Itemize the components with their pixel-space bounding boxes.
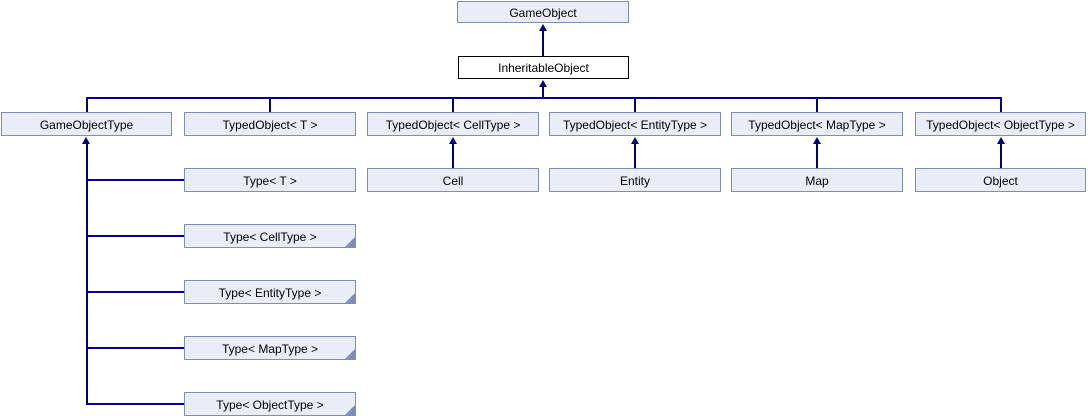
arrow-up-icon [631, 137, 639, 144]
edge-line [86, 403, 185, 405]
edge-line [634, 97, 636, 112]
class-name-label: TypedObject< T > [222, 117, 318, 132]
class-name-label: GameObject [509, 5, 577, 20]
class-node-map[interactable]: Map [731, 168, 903, 192]
arrow-up-icon [539, 80, 547, 87]
class-name-label: Type< T > [243, 173, 297, 188]
class-name-label: Type< EntityType > [218, 285, 322, 300]
class-node-type-t[interactable]: Type< T > [184, 168, 356, 192]
class-node-typed-object-map-type[interactable]: TypedObject< MapType > [731, 112, 903, 136]
class-name-label: Map [805, 173, 829, 188]
class-node-game-object-type[interactable]: GameObjectType [1, 112, 172, 136]
edge-line [86, 235, 185, 237]
edge-line [452, 97, 454, 112]
edge-line [816, 142, 818, 168]
class-node-typed-object-cell-type[interactable]: TypedObject< CellType > [367, 112, 539, 136]
class-node-type-entity-type[interactable]: Type< EntityType > [184, 280, 356, 304]
class-name-label: TypedObject< ObjectType > [926, 117, 1075, 132]
edge-line [86, 97, 88, 112]
class-name-label: Cell [442, 173, 464, 188]
edge-line [1000, 97, 1002, 112]
edge-line [634, 142, 636, 168]
class-name-label: Object [983, 173, 1018, 188]
edge-line [269, 97, 271, 112]
edge-line [1000, 142, 1002, 168]
class-name-label: TypedObject< EntityType > [562, 117, 708, 132]
more-derived-classes-indicator-icon [345, 237, 355, 247]
class-name-label: TypedObject< CellType > [385, 117, 521, 132]
edge-line [542, 29, 544, 56]
class-name-label: GameObjectType [39, 117, 134, 132]
class-node-object[interactable]: Object [915, 168, 1086, 192]
class-name-label: Type< CellType > [223, 229, 317, 244]
class-name-label: Entity [619, 173, 650, 188]
more-derived-classes-indicator-icon [345, 293, 355, 303]
class-node-typed-object-t[interactable]: TypedObject< T > [184, 112, 356, 136]
class-node-typed-object-object-type[interactable]: TypedObject< ObjectType > [915, 112, 1086, 136]
more-derived-classes-indicator-icon [345, 349, 355, 359]
arrow-up-icon [82, 137, 90, 144]
arrow-up-icon [813, 137, 821, 144]
edge-line [542, 85, 544, 98]
class-node-cell[interactable]: Cell [367, 168, 539, 192]
class-node-type-object-type[interactable]: Type< ObjectType > [184, 392, 356, 416]
arrow-up-icon [539, 24, 547, 31]
edge-line [452, 142, 454, 168]
class-name-label: Type< MapType > [221, 341, 319, 356]
class-node-typed-object-entity-type[interactable]: TypedObject< EntityType > [549, 112, 721, 136]
edge-line [816, 97, 818, 112]
class-node-type-cell-type[interactable]: Type< CellType > [184, 224, 356, 248]
class-node-type-map-type[interactable]: Type< MapType > [184, 336, 356, 360]
class-name-label: InheritableObject [498, 61, 589, 75]
edge-line [86, 179, 185, 181]
class-node-game-object[interactable]: GameObject [457, 1, 629, 23]
edge-line [86, 291, 185, 293]
class-name-label: Type< ObjectType > [216, 397, 324, 412]
edge-line [86, 97, 1002, 99]
arrow-up-icon [449, 137, 457, 144]
class-name-label: TypedObject< MapType > [748, 117, 886, 132]
class-node-entity[interactable]: Entity [549, 168, 721, 192]
class-node-inheritable-object: InheritableObject [458, 56, 629, 79]
more-derived-classes-indicator-icon [345, 405, 355, 415]
edge-line [86, 142, 88, 405]
edge-line [86, 347, 185, 349]
arrow-up-icon [997, 137, 1005, 144]
